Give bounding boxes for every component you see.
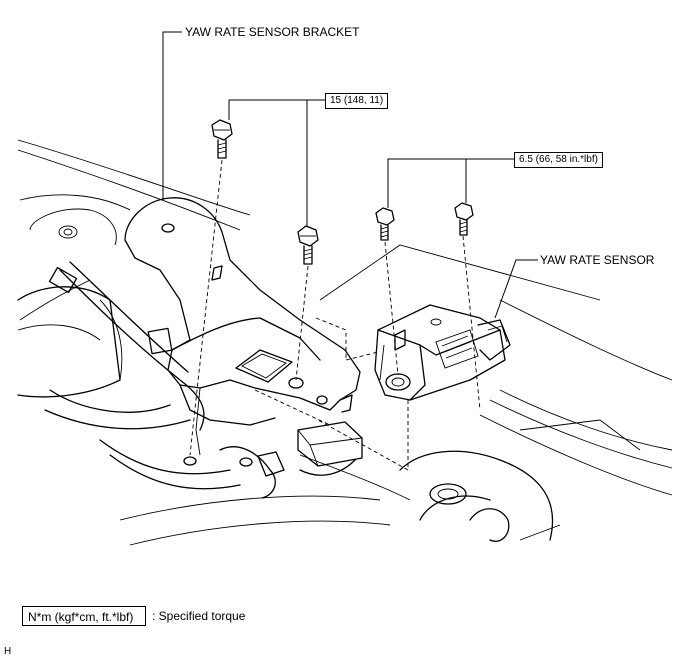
- leader-lines: [162, 31, 538, 319]
- yaw-rate-sensor-bracket: [124, 197, 361, 467]
- legend-torque-units: N*m (kgf*cm, ft.*lbf): [22, 606, 146, 626]
- bolt-axes: [189, 159, 481, 471]
- legend-description: : Specified torque: [152, 609, 246, 623]
- sensor-label: YAW RATE SENSOR: [540, 253, 655, 267]
- bolt-sensor-2: [454, 202, 474, 236]
- yaw-rate-sensor: [374, 304, 511, 401]
- bolt-bracket-1: [211, 119, 233, 159]
- vehicle-body: [17, 139, 673, 546]
- bolt-sensor-1: [375, 207, 395, 241]
- torque-spec-sensor: 6.5 (66, 58 in.*lbf): [514, 152, 603, 168]
- bracket-label: YAW RATE SENSOR BRACKET: [185, 25, 360, 39]
- illustration-code: H: [4, 646, 12, 657]
- bolt-bracket-2: [297, 225, 319, 265]
- torque-spec-bracket: 15 (148, 11): [325, 93, 389, 109]
- wire-harness: [219, 421, 363, 499]
